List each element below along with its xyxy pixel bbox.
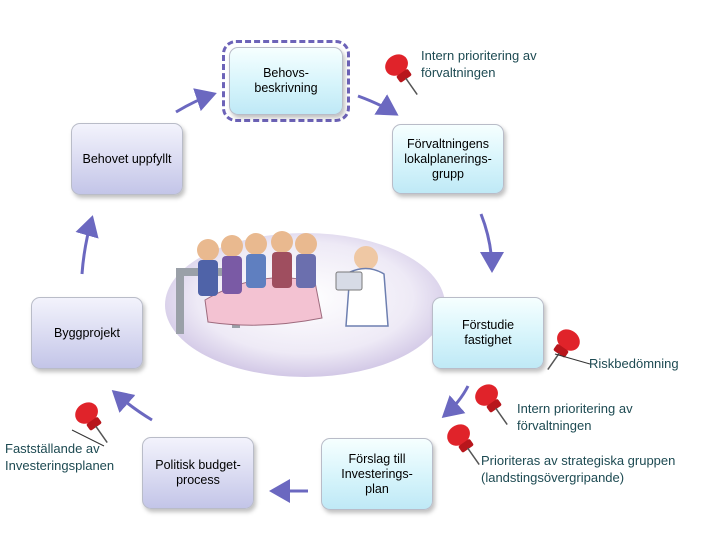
node-behovsbeskrivning[interactable]: Behovs- beskrivning <box>229 47 343 115</box>
arrow-to-forstudie <box>479 213 504 273</box>
arrow-to-behovsbeskrivning <box>175 88 217 114</box>
pushpin-icon <box>75 402 108 444</box>
arrow-to-forslag <box>441 385 470 418</box>
behovsbeskrivning-highlight-ring <box>222 40 350 122</box>
annotation-strategiska-gruppen: Prioriteras av strategiska gruppen (land… <box>481 453 676 485</box>
node-byggprojekt[interactable]: Byggprojekt <box>31 297 143 369</box>
node-politisk-budgetprocess[interactable]: Politisk budget- process <box>142 437 254 509</box>
annotation-intern-prioritering-bottom: Intern prioritering av förvaltningen <box>517 401 633 433</box>
arrow-to-byggprojekt <box>111 390 153 422</box>
pushpin-icon <box>385 54 418 96</box>
arrow-to-forvaltningens <box>357 94 399 116</box>
annotation-faststallande: Fastställande av Investeringsplanen <box>5 441 115 473</box>
pushpin-icon <box>547 329 580 371</box>
arrow-to-behovet <box>75 215 99 275</box>
pushpin-icon <box>475 384 508 426</box>
annotation-intern-prioritering-top: Intern prioritering av förvaltningen <box>421 48 537 80</box>
node-forslag-till-investeringsplan[interactable]: Förslag till Investerings- plan <box>321 438 433 510</box>
node-forvaltningens-lokalplaneringsgrupp[interactable]: Förvaltningens lokalplanerings- grupp <box>392 124 504 194</box>
pushpin-icon <box>447 424 480 466</box>
annotation-riskbedomning: Riskbedömning <box>589 356 679 371</box>
node-forstudie-fastighet[interactable]: Förstudie fastighet <box>432 297 544 369</box>
node-behovet-uppfyllt[interactable]: Behovet uppfyllt <box>71 123 183 195</box>
